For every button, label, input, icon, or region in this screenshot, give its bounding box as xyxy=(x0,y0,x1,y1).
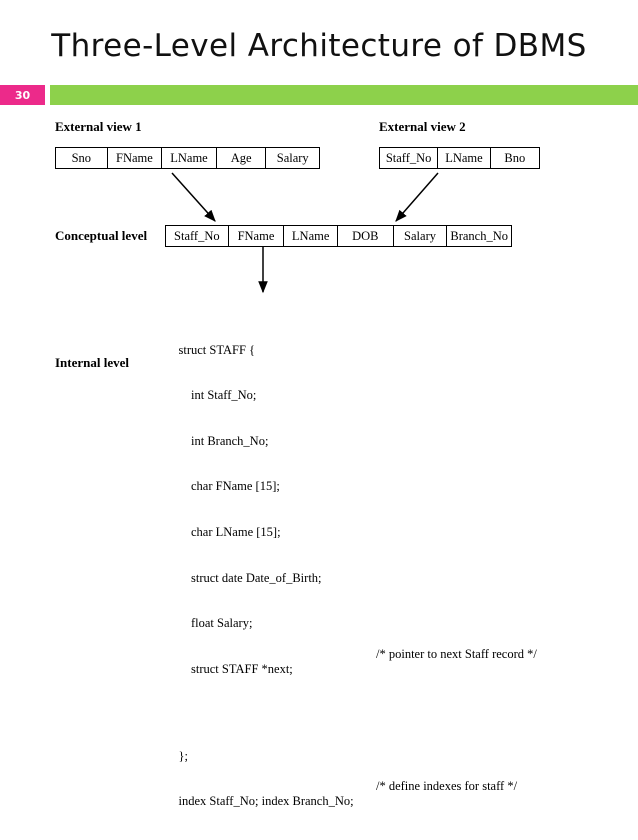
code-text: int Branch_No; xyxy=(178,433,269,448)
table-cell: Staff_No xyxy=(380,148,439,168)
arrow-view2-to-conceptual xyxy=(395,172,439,222)
external-view-2-table: Staff_No LName Bno xyxy=(379,147,540,169)
external-view-1-label: External view 1 xyxy=(55,119,142,134)
external-view-2-label: External view 2 xyxy=(379,119,466,134)
code-text: struct STAFF { xyxy=(178,342,256,357)
code-line: char FName [15]; xyxy=(166,464,354,493)
code-line: int Branch_No; xyxy=(166,419,354,448)
code-line: float Salary; xyxy=(166,601,354,630)
table-cell: LName xyxy=(284,226,338,246)
code-line: struct STAFF *next; /* pointer to next S… xyxy=(166,647,537,676)
conceptual-level-label: Conceptual level xyxy=(55,228,148,243)
header-band: 30 xyxy=(0,85,638,105)
internal-level-code-block: struct STAFF { int Staff_No; int Branch_… xyxy=(166,297,537,810)
table-cell: Staff_No xyxy=(166,226,229,246)
page-number-badge: 30 xyxy=(0,85,45,105)
table-cell: Salary xyxy=(394,226,448,246)
code-text: char FName [15]; xyxy=(178,479,280,494)
conceptual-level-table: Staff_No FName LName DOB Salary Branch_N… xyxy=(165,225,512,247)
code-comment: /* pointer to next Staff record */ xyxy=(376,646,537,661)
code-text: int Staff_No; xyxy=(178,388,257,403)
header-green-bar xyxy=(50,85,638,105)
code-blank-line xyxy=(166,692,354,703)
code-line: }; xyxy=(166,734,354,763)
table-cell: Bno xyxy=(504,151,526,165)
code-line: struct date Date_of_Birth; xyxy=(166,555,354,585)
external-view-1-table: Sno FName LName Age Salary xyxy=(55,147,320,169)
page-title: Three-Level Architecture of DBMS xyxy=(51,28,587,64)
table-cell: FName xyxy=(108,148,163,168)
code-comment: /* define indexes for staff */ xyxy=(376,779,518,794)
code-text: struct date Date_of_Birth; xyxy=(178,570,322,585)
diagram-arrows xyxy=(171,172,439,294)
internal-level-label: Internal level xyxy=(55,355,130,370)
table-cell: Branch_No xyxy=(450,229,508,243)
code-text: struct STAFF *next; xyxy=(178,661,293,676)
code-line: struct STAFF { xyxy=(166,327,354,357)
table-cell: Age xyxy=(217,148,267,168)
table-cell: FName xyxy=(229,226,285,246)
code-text: }; xyxy=(178,748,188,763)
table-cell: Salary xyxy=(276,151,309,165)
code-line: index Staff_No; index Branch_No; /* defi… xyxy=(166,779,518,808)
code-text: char LName [15]; xyxy=(178,524,281,539)
code-line: int Staff_No; xyxy=(166,373,354,402)
table-cell: Sno xyxy=(56,148,108,168)
code-line: char LName [15]; xyxy=(166,510,354,539)
table-cell: LName xyxy=(162,148,217,168)
table-cell: DOB xyxy=(338,226,394,246)
code-text: index Staff_No; index Branch_No; xyxy=(178,794,354,809)
table-cell: LName xyxy=(438,148,491,168)
arrow-view1-to-conceptual xyxy=(171,172,216,222)
code-text: float Salary; xyxy=(178,616,253,631)
